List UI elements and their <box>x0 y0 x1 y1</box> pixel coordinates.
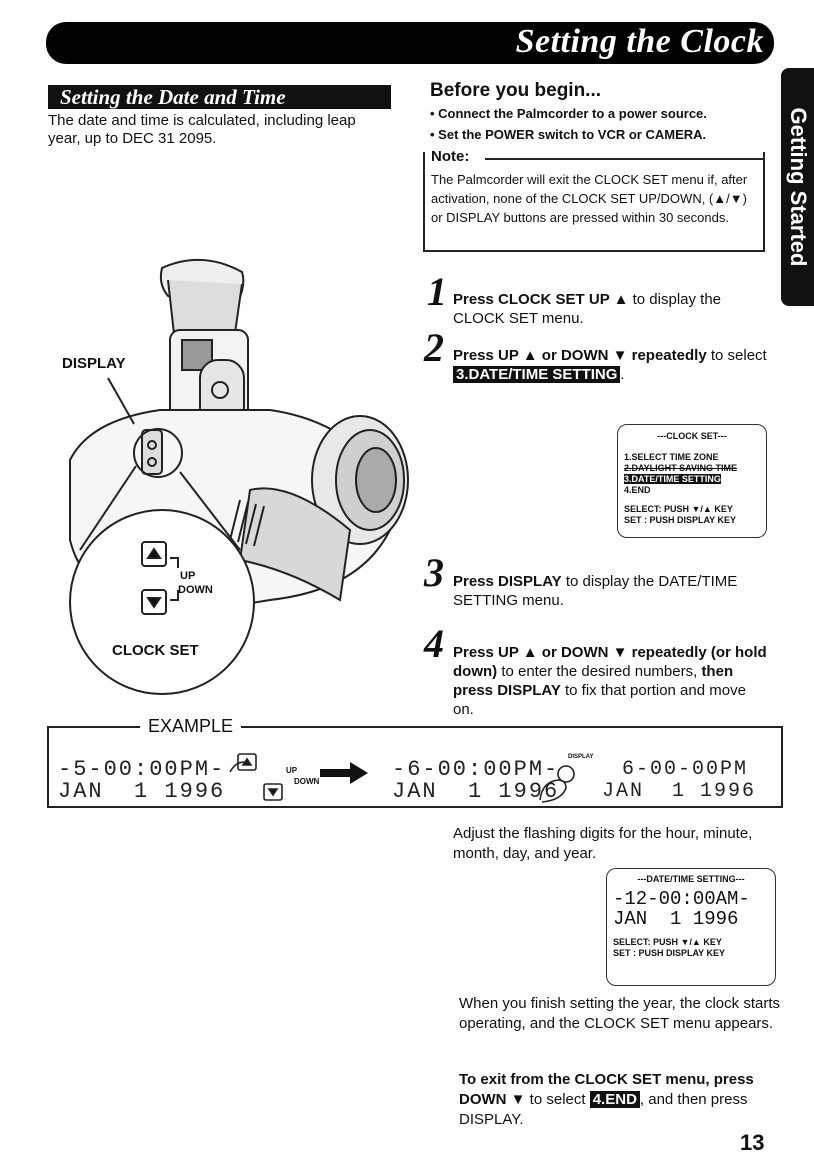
exit-end: , and then press DISPLAY. <box>459 1091 748 1128</box>
bullet-item: • Set the POWER switch to VCR or CAMERA. <box>430 127 707 142</box>
note-text: The Palmcorder will exit the CLOCK SET m… <box>431 172 748 225</box>
lcd-before-time: -5-00:00PM- <box>58 757 226 782</box>
screen-set-hint: SET : PUSH DISPLAY KEY <box>613 948 726 958</box>
before-title: Before you begin... <box>430 80 602 101</box>
lcd-final-time: 6-00-00PM <box>622 758 749 781</box>
section-title: Setting the Date and Time <box>48 85 391 109</box>
step-4-mid: to enter the desired numbers, <box>497 663 702 680</box>
lcd-before-date: JAN 1 1996 <box>58 779 226 804</box>
example-label: EXAMPLE <box>140 716 242 737</box>
section-side-tab: Getting Started <box>781 68 814 306</box>
up-button-icon <box>229 753 283 801</box>
up-label: UP <box>180 570 196 582</box>
camcorder-illustration <box>69 259 409 695</box>
exit-mid: to select <box>525 1091 590 1108</box>
before-bullets: • Connect the Palmcorder to a power sour… <box>430 103 707 145</box>
step-3-rest: to display the DATE/TIME SETTING menu. <box>453 573 738 609</box>
screen-time: -12-00:00AM- <box>613 888 750 910</box>
datetime-setting-screen: ---DATE/TIME SETTING--- -12-00:00AM- JAN… <box>606 868 776 986</box>
step-1-text: Press CLOCK SET UP ▲ to display the CLOC… <box>453 290 773 328</box>
lcd-after-time: -6-00:00PM- <box>392 757 560 782</box>
step-1-rest: to display the CLOCK SET menu. <box>453 291 722 327</box>
title-banner: Setting the Clock <box>46 22 774 64</box>
finish-text: When you finish setting the year, the cl… <box>459 995 780 1032</box>
exit-bold: To exit from the CLOCK SET menu, press D… <box>459 1071 754 1108</box>
step-4-end: to fix that portion and move on. <box>453 682 746 718</box>
step-2-rest: to select <box>706 347 767 364</box>
adjust-text: Adjust the flashing digits for the hour,… <box>453 825 753 862</box>
step-3-bold: Press DISPLAY <box>453 573 562 590</box>
note-box <box>423 152 765 252</box>
menu-item: 1.SELECT TIME ZONE <box>624 452 719 462</box>
note-label: Note: <box>431 148 476 165</box>
clock-set-screen: ---CLOCK SET--- 1.SELECT TIME ZONE 2.DAY… <box>617 424 767 538</box>
step-1-bold: Press CLOCK SET UP ▲ <box>453 291 629 308</box>
right-arrow-icon <box>320 762 368 784</box>
display-button-icon <box>539 765 575 803</box>
step-2-highlight: 3.DATE/TIME SETTING <box>453 366 621 383</box>
exit-text: To exit from the CLOCK SET menu, press D… <box>459 1070 789 1130</box>
intro-text: The date and time is calculated, includi… <box>48 112 356 147</box>
side-tab-label: Getting Started <box>785 107 811 267</box>
step-2-bold: Press UP ▲ or DOWN ▼ repeatedly <box>453 347 707 364</box>
screen-date: JAN 1 1996 <box>613 908 739 930</box>
page-title: Setting the Clock <box>515 23 764 60</box>
display-label: DISPLAY <box>62 355 126 372</box>
bullet-item: • Connect the Palmcorder to a power sour… <box>430 106 707 121</box>
menu-item: 2.DAYLIGHT SAVING TIME <box>624 463 738 473</box>
step-3-number: 3 <box>424 550 444 595</box>
menu-item: 4.END <box>624 485 651 495</box>
step-4-bold-1: Press UP ▲ or DOWN ▼ repeatedly (or hold… <box>453 644 767 680</box>
page-number: 13 <box>740 1130 765 1155</box>
screen-title: ---CLOCK SET--- <box>657 431 727 441</box>
clock-set-label: CLOCK SET <box>112 642 199 659</box>
step-1-number: 1 <box>427 269 447 314</box>
step-4-bold-2: then press DISPLAY <box>453 663 734 699</box>
example-up-label: UP <box>286 766 298 775</box>
lcd-final-date: JAN 1 1996 <box>602 780 757 803</box>
menu-item-selected: 3.DATE/TIME SETTING <box>624 474 721 484</box>
example-display-label: DISPLAY <box>568 754 594 760</box>
example-frame <box>47 726 783 808</box>
screen-title: ---DATE/TIME SETTING--- <box>637 874 745 884</box>
step-2-text: Press UP ▲ or DOWN ▼ repeatedly to selec… <box>453 346 773 384</box>
step-3-text: Press DISPLAY to display the DATE/TIME S… <box>453 572 773 610</box>
screen-select-hint: SELECT: PUSH ▼/▲ KEY <box>624 504 733 514</box>
step-2-number: 2 <box>424 325 444 370</box>
step-4-number: 4 <box>424 621 444 666</box>
step-4-text: Press UP ▲ or DOWN ▼ repeatedly (or hold… <box>453 643 768 719</box>
down-label: DOWN <box>178 584 213 596</box>
screen-set-hint: SET : PUSH DISPLAY KEY <box>624 515 737 525</box>
note-divider <box>423 158 765 160</box>
exit-highlight: 4.END <box>589 1091 640 1108</box>
example-down-label: DOWN <box>294 777 320 786</box>
step-2-end: . <box>620 366 625 383</box>
lcd-after-date: JAN 1 1996 <box>392 779 560 804</box>
screen-select-hint: SELECT: PUSH ▼/▲ KEY <box>613 937 722 947</box>
